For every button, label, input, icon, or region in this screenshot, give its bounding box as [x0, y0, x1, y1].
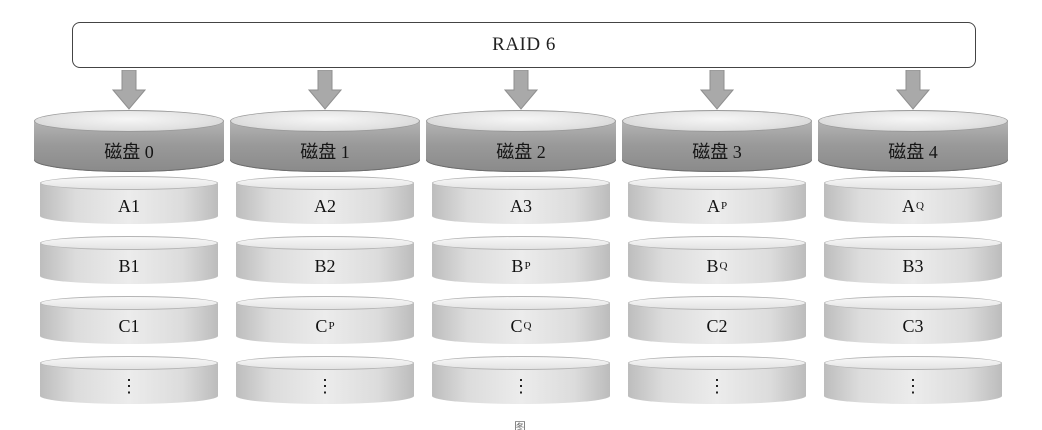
block-main-text: B3	[902, 255, 924, 276]
block-subscript: P	[328, 320, 335, 332]
block-label: ⋮	[824, 368, 1002, 404]
data-block: C2	[628, 296, 806, 344]
disk-top-surface	[622, 110, 812, 132]
disk-label: 磁盘 2	[496, 142, 546, 162]
block-subscript: P	[720, 200, 728, 212]
data-block: C3	[824, 296, 1002, 344]
block-main-text: ⋮	[512, 375, 530, 396]
data-block: B3	[824, 236, 1002, 284]
block-label: C1	[40, 308, 218, 344]
down-arrow-icon	[112, 70, 146, 110]
down-arrow-icon	[700, 70, 734, 110]
down-arrow-icon	[308, 70, 342, 110]
block-label: ⋮	[628, 368, 806, 404]
block-subscript: Q	[916, 200, 924, 212]
data-block: ⋮	[824, 356, 1002, 404]
block-main-text: A	[902, 195, 916, 216]
block-label: B1	[40, 248, 218, 284]
block-main-text: C1	[118, 315, 140, 336]
data-block: ⋮	[432, 356, 610, 404]
data-block: B2	[236, 236, 414, 284]
data-block: C1	[40, 296, 218, 344]
data-block: ⋮	[236, 356, 414, 404]
block-main-text: C2	[706, 315, 728, 336]
disk-top-surface	[818, 110, 1008, 132]
disk-header: 磁盘 0	[34, 110, 224, 172]
block-main-text: ⋮	[316, 375, 334, 396]
disk-top-surface	[426, 110, 616, 132]
block-main-text: B	[706, 255, 719, 276]
block-label: A2	[236, 188, 414, 224]
block-main-text: C	[315, 315, 328, 336]
figure-caption-fragment: 图	[513, 420, 526, 430]
block-label: B3	[824, 248, 1002, 284]
disk-header: 磁盘 4	[818, 110, 1008, 172]
block-label: C2	[628, 308, 806, 344]
down-arrow-icon	[504, 70, 538, 110]
block-main-text: ⋮	[904, 375, 922, 396]
block-main-text: B	[511, 255, 524, 276]
data-block: ⋮	[40, 356, 218, 404]
data-block: ⋮	[628, 356, 806, 404]
data-block: B1	[40, 236, 218, 284]
block-main-text: A1	[118, 195, 140, 216]
disk-top-surface	[230, 110, 420, 132]
block-subscript: Q	[719, 260, 728, 272]
raid-level-box: RAID 6	[72, 22, 976, 68]
block-label: A3	[432, 188, 610, 224]
block-subscript: P	[524, 260, 531, 272]
block-label: ⋮	[40, 368, 218, 404]
disk-label: 磁盘 1	[300, 142, 350, 162]
block-label: ⋮	[432, 368, 610, 404]
data-block: A3	[432, 176, 610, 224]
block-main-text: B1	[118, 255, 140, 276]
block-main-text: A	[706, 195, 720, 216]
data-block: A1	[40, 176, 218, 224]
disk-header: 磁盘 1	[230, 110, 420, 172]
block-label: ⋮	[236, 368, 414, 404]
block-label: A1	[40, 188, 218, 224]
disk-top-surface	[34, 110, 224, 132]
disk-label: 磁盘 3	[692, 142, 742, 162]
block-label: C3	[824, 308, 1002, 344]
block-main-text: A3	[510, 195, 532, 216]
data-block: A2	[236, 176, 414, 224]
block-main-text: ⋮	[120, 375, 138, 396]
down-arrow-icon	[896, 70, 930, 110]
block-label: B2	[236, 248, 414, 284]
block-main-text: ⋮	[708, 375, 726, 396]
disk-header: 磁盘 3	[622, 110, 812, 172]
disk-header: 磁盘 2	[426, 110, 616, 172]
block-main-text: A2	[314, 195, 336, 216]
block-main-text: C	[510, 315, 523, 336]
raid-label: RAID 6	[492, 34, 556, 55]
block-subscript: Q	[523, 320, 532, 332]
disk-label: 磁盘 0	[104, 142, 154, 162]
block-main-text: C3	[902, 315, 924, 336]
disk-label: 磁盘 4	[888, 142, 938, 162]
block-main-text: B2	[314, 255, 336, 276]
